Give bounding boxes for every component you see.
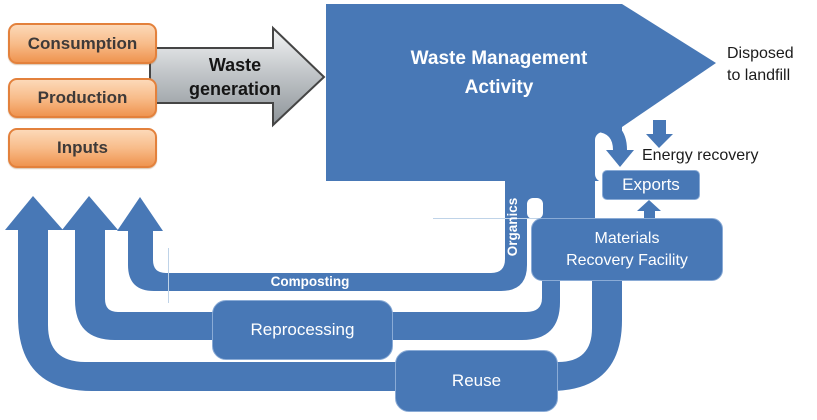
energy-recovery-arrowhead bbox=[646, 134, 673, 148]
source-box-inputs: Inputs bbox=[8, 128, 157, 168]
source-box-consumption: Consumption bbox=[8, 23, 157, 64]
reprocessing-box: Reprocessing bbox=[212, 300, 393, 360]
waste-generation-label: Waste generation bbox=[165, 53, 305, 101]
composting-return-arrowhead bbox=[117, 197, 163, 231]
mrf-to-exports-arrow bbox=[637, 200, 661, 219]
source-box-label: Consumption bbox=[27, 33, 138, 53]
reprocessing-label: Reprocessing bbox=[250, 320, 355, 339]
materials-recovery-facility-box: Materials Recovery Facility bbox=[531, 218, 723, 281]
waste-management-activity-label: Waste Management Activity bbox=[350, 44, 648, 102]
source-box-production: Production bbox=[8, 78, 157, 118]
disposed-line2: to landfill bbox=[727, 67, 791, 84]
mrf-label: Materials Recovery Facility bbox=[566, 228, 688, 272]
waste-generation-line1: Waste bbox=[208, 55, 262, 75]
waste-generation-line2: generation bbox=[188, 79, 281, 99]
energy-recovery-label: Energy recovery bbox=[642, 147, 759, 164]
activity-line1: Waste Management bbox=[410, 48, 588, 69]
organics-pipe-label: Organics bbox=[505, 197, 520, 257]
mrf-line2: Recovery Facility bbox=[566, 251, 688, 269]
reprocessing-return-pipe bbox=[75, 230, 560, 340]
exports-label: Exports bbox=[622, 175, 680, 194]
exports-flow-arrow bbox=[597, 119, 627, 150]
reuse-return-arrowhead bbox=[5, 196, 63, 230]
disposed-line1: Disposed bbox=[727, 45, 794, 62]
reuse-label: Reuse bbox=[451, 371, 502, 390]
reuse-box: Reuse bbox=[395, 350, 558, 412]
exports-flow-arrowhead bbox=[606, 150, 634, 167]
activity-line2: Activity bbox=[464, 77, 534, 98]
exports-box: Exports bbox=[602, 170, 700, 200]
waste-generation-arrow bbox=[149, 25, 326, 128]
source-box-label: Inputs bbox=[57, 138, 108, 157]
composting-pipe-label: Composting bbox=[270, 274, 350, 289]
source-box-label: Production bbox=[37, 88, 128, 107]
mrf-feed-pipe bbox=[505, 181, 595, 218]
disposed-to-landfill-label: Disposed to landfill bbox=[727, 43, 817, 87]
composting-return-pipe bbox=[128, 181, 527, 291]
mrf-line1: Materials bbox=[594, 229, 660, 247]
reuse-return-pipe bbox=[18, 229, 622, 391]
energy-recovery-arrow-shaft bbox=[653, 120, 666, 135]
pipe-split-gap bbox=[527, 198, 543, 219]
reprocessing-return-arrowhead bbox=[62, 196, 118, 230]
